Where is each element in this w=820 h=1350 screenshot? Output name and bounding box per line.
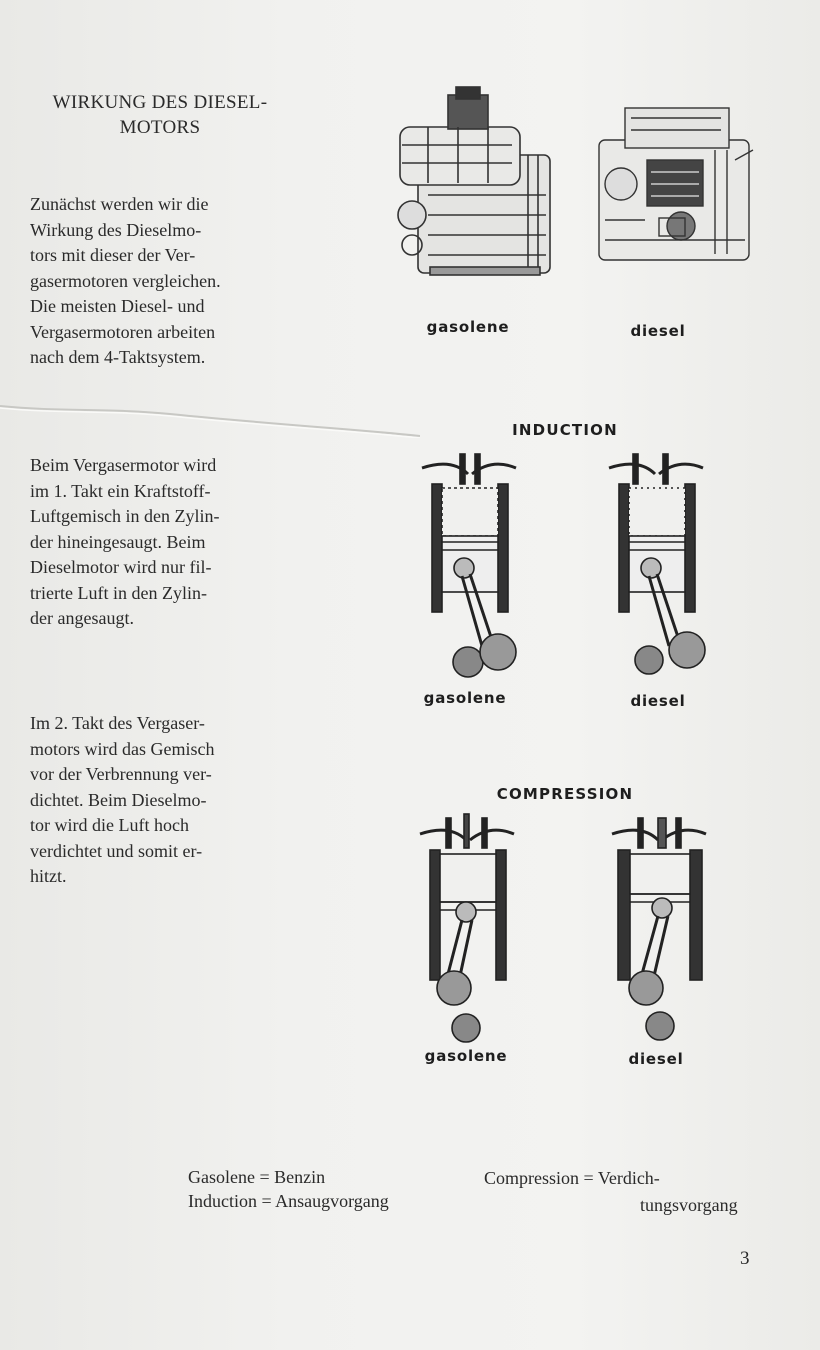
paragraph-line: vor der Verbrennung ver-: [30, 764, 212, 784]
induction-title: INDUCTION: [512, 421, 618, 439]
diesel-engine-illustration: [598, 107, 754, 261]
paragraph-line: Beim Vergasermotor wird: [30, 455, 217, 475]
paper-tear-line: [0, 405, 420, 438]
paragraph-line: der hineingesaugt. Beim: [30, 531, 206, 552]
legend-gasolene: Gasolene = Benzin: [188, 1167, 326, 1187]
paragraph-line: der angesaugt.: [30, 608, 134, 628]
induction-diesel-cylinder: [608, 453, 706, 675]
paragraph-compression: Im 2. Takt des Vergaser- motors wird das…: [30, 711, 290, 890]
paragraph-line: dichtet. Beim Dieselmo-: [30, 789, 207, 810]
paragraph-line: verdichtet und somit er-: [30, 840, 203, 861]
legend-induction: Induction = Ansaugvorgang: [188, 1191, 389, 1211]
heading-line-1: WIRKUNG DES DIESEL-: [52, 92, 268, 113]
paragraph-line: Im 2. Takt des Vergaser-: [30, 713, 205, 733]
legend-compression: Compression = Verdich-: [484, 1168, 660, 1188]
paragraph-line: Wirkung des Dieselmo-: [30, 219, 202, 240]
compression-diesel-cylinder: [611, 817, 707, 1041]
page-heading: WIRKUNG DES DIESEL- MOTORS: [30, 90, 290, 140]
page-number: 3: [740, 1248, 750, 1269]
paragraph-line: gasermotoren vergleichen.: [30, 270, 221, 291]
paragraph-line: Dieselmotor wird nur fil-: [30, 557, 212, 577]
gasoline-engine-illustration: [397, 86, 551, 276]
heading-line-2: MOTORS: [119, 117, 201, 138]
induction-gasoline-cylinder: [421, 453, 517, 678]
engine-gasolene-caption: gasolene: [426, 318, 510, 336]
paragraph-line: motors wird das Gemisch: [30, 738, 215, 759]
compression-gasoline-cylinder: [419, 813, 515, 1043]
paragraph-line: Zunächst werden wir die: [30, 194, 209, 214]
paragraph-line: Vergasermotoren arbeiten: [30, 321, 216, 342]
paragraph-line: nach dem 4-Taktsystem.: [30, 347, 206, 367]
compression-title: COMPRESSION: [496, 785, 634, 803]
induction-diesel-caption: diesel: [630, 692, 686, 710]
compression-diesel-caption: diesel: [628, 1050, 684, 1068]
engine-diesel-caption: diesel: [630, 322, 686, 340]
paragraph-line: Die meisten Diesel- und: [30, 296, 205, 316]
paragraph-intro: Zunächst werden wir die Wirkung des Dies…: [30, 192, 290, 371]
paragraph-line: im 1. Takt ein Kraftstoff-: [30, 480, 211, 501]
compression-gasolene-caption: gasolene: [424, 1047, 508, 1065]
paragraph-line: tor wird die Luft hoch: [30, 815, 189, 835]
paragraph-induction: Beim Vergasermotor wird im 1. Takt ein K…: [30, 453, 290, 632]
paragraph-line: tors mit dieser der Ver-: [30, 245, 196, 265]
paragraph-line: hitzt.: [30, 866, 67, 886]
paragraph-line: Luftgemisch in den Zylin-: [30, 506, 220, 526]
paragraph-line: trierte Luft in den Zylin-: [30, 582, 207, 603]
legend-compression-continued: tungsvorgang: [640, 1195, 738, 1215]
induction-gasolene-caption: gasolene: [423, 689, 507, 707]
